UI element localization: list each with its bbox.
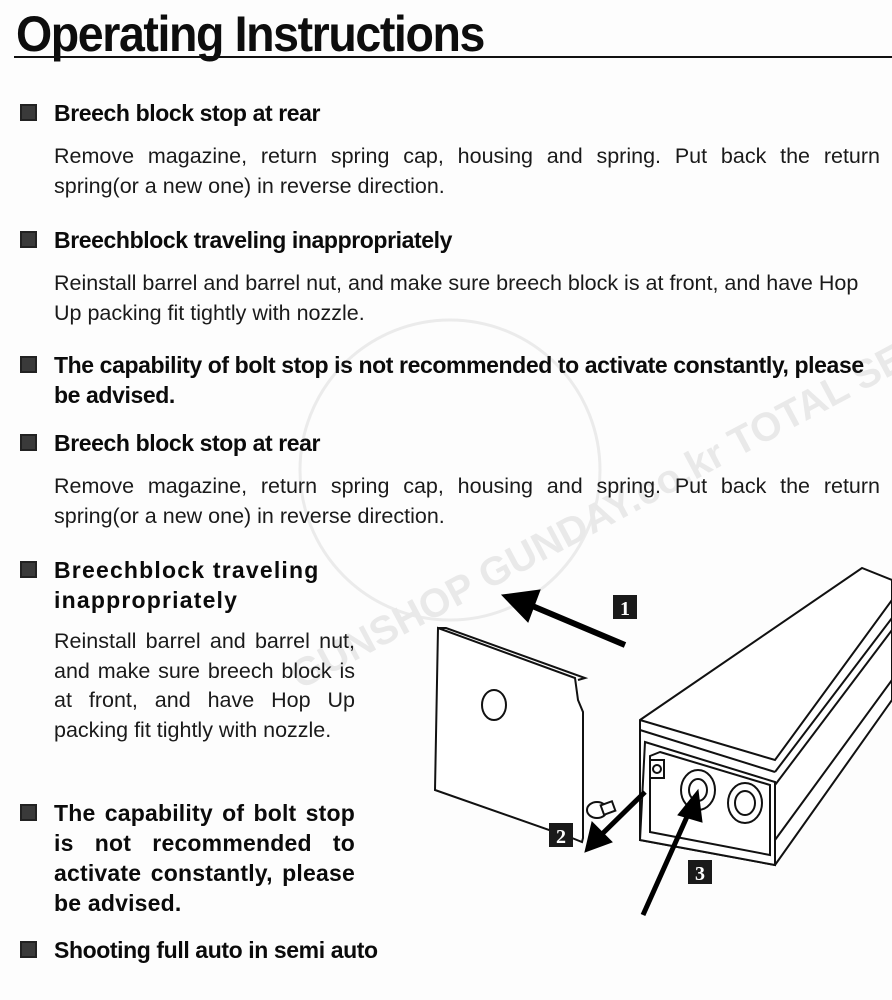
step-label-2: 2 — [549, 823, 573, 848]
section-body: Reinstall barrel and barrel nut, and mak… — [54, 629, 355, 742]
section-heading: Breech block stop at rear — [54, 430, 321, 456]
section-3: The capability of bolt stop is not recom… — [20, 350, 880, 410]
section-5: Breechblock traveling inappropriately Re… — [20, 555, 355, 745]
bullet-square-icon — [20, 941, 37, 958]
page-title: Operating Instructions — [16, 6, 485, 62]
bullet-square-icon — [20, 561, 37, 578]
bullet-square-icon — [20, 104, 37, 121]
bullet-square-icon — [20, 804, 37, 821]
svg-text:3: 3 — [695, 863, 705, 885]
section-body: Remove magazine, return spring cap, hous… — [54, 474, 880, 528]
section-heading: The capability of bolt stop is not recom… — [54, 800, 355, 916]
section-heading: Shooting full auto in semi auto — [54, 937, 378, 963]
step-label-1: 1 — [613, 595, 637, 620]
arrow-3-icon — [640, 788, 703, 917]
svg-text:2: 2 — [556, 826, 566, 848]
magazine-body — [638, 566, 892, 867]
section-heading: The capability of bolt stop is not recom… — [54, 352, 864, 408]
section-2: Breechblock traveling inappropriately Re… — [20, 225, 880, 328]
section-7: Shooting full auto in semi auto — [20, 935, 880, 965]
section-body: Reinstall barrel and barrel nut, and mak… — [54, 271, 859, 325]
cover-plate-part — [433, 626, 589, 844]
section-1: Breech block stop at rear Remove magazin… — [20, 98, 880, 201]
svg-text:1: 1 — [620, 598, 630, 620]
screw-part — [586, 799, 617, 819]
section-heading: Breechblock traveling inappropriately — [54, 557, 320, 613]
arrow-1-icon — [500, 589, 627, 648]
section-heading: Breech block stop at rear — [54, 100, 321, 126]
bullet-square-icon — [20, 356, 37, 373]
section-heading: Breechblock traveling inappropriately — [54, 227, 453, 253]
section-body: Remove magazine, return spring cap, hous… — [54, 144, 880, 198]
arrow-2-icon — [584, 790, 647, 853]
section-4: Breech block stop at rear Remove magazin… — [20, 428, 880, 531]
bullet-square-icon — [20, 231, 37, 248]
step-label-3: 3 — [688, 860, 712, 885]
bullet-square-icon — [20, 434, 37, 451]
title-underline — [14, 56, 892, 58]
section-6: The capability of bolt stop is not recom… — [20, 798, 355, 918]
